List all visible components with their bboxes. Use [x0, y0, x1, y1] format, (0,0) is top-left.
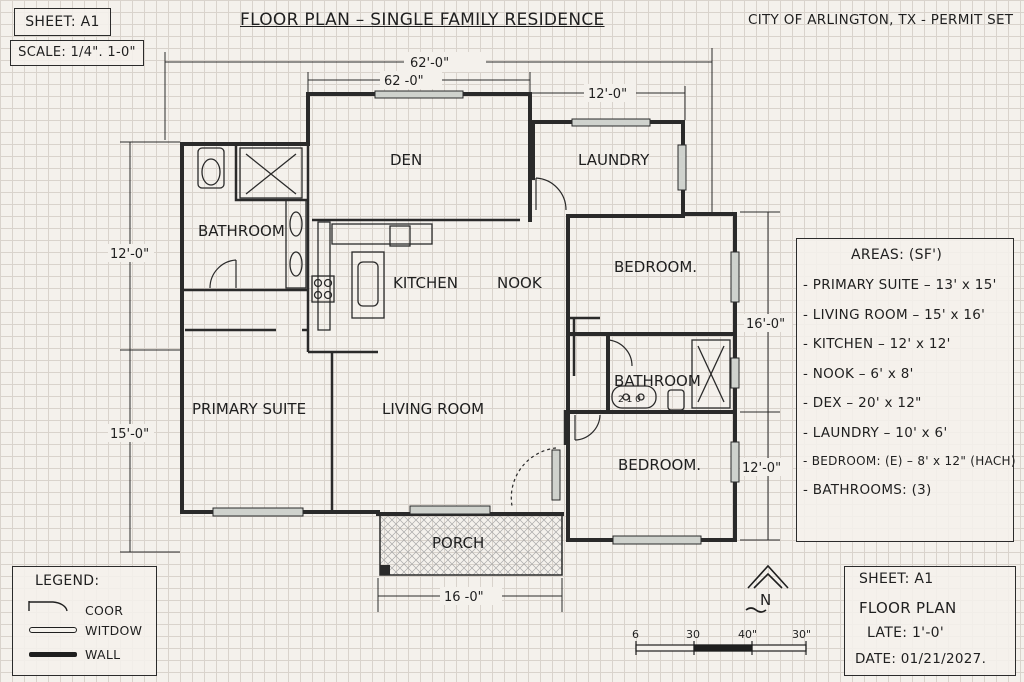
scale-tick-3: 40" [738, 628, 757, 641]
room-living-room: LIVING ROOM [382, 400, 484, 418]
room-primary-suite: PRIMARY SUITE [192, 400, 306, 418]
area-item: - DEX – 20' x 12" [803, 395, 922, 411]
area-item: - BATHROOMS: (3) [803, 481, 932, 498]
legend-heading: LEGEND: [35, 573, 100, 589]
scale-bar [635, 641, 807, 655]
room-laundry: LAUNDRY [578, 151, 650, 169]
room-den: DEN [390, 151, 422, 169]
dim-porch-width: 16 -0" [444, 590, 484, 605]
scale-tick-2: 30 [686, 628, 700, 641]
door-symbol-icon [28, 601, 68, 612]
title-block-sheet: SHEET: A1 [859, 571, 934, 587]
fixtures [197, 147, 731, 411]
dim-right-bottom: 12'-0" [742, 461, 781, 476]
area-item: - LIVING ROOM – 15' x 16' [803, 306, 986, 323]
scale-tag: SCALE: 1/4". 1-0" [10, 40, 144, 66]
windows [212, 90, 740, 545]
interior-walls [182, 144, 600, 512]
dim-left-bottom: 15'-0" [110, 427, 149, 442]
dim-left-top: 12'-0" [110, 247, 149, 262]
area-item: - BEDROOM: (E) – 8' x 12" (HACH) [803, 454, 1016, 468]
scale-tick-1: 6 [632, 628, 639, 641]
room-bathroom-left: BATHROOM [198, 222, 285, 240]
walls [180, 92, 737, 542]
dimension-labels: 62'-0" 62 -0" 12'-0" 12'-0" 15'-0" 16'-0… [108, 52, 792, 605]
legend-window-label: WIТDOW [85, 623, 143, 638]
north-label: N [760, 591, 771, 609]
room-bedroom-bottom: BEDROOM. [618, 456, 701, 474]
legend-panel: LEGEND: COOR WIТDOW WALL [12, 566, 157, 676]
area-item: - KITCHEN – 12' x 12' [803, 336, 951, 352]
legend-wall-label: WALL [85, 647, 121, 662]
porch-slab [379, 514, 563, 576]
room-porch: PORCH [432, 534, 484, 552]
dim-overall-width: 62'-0" [410, 56, 449, 71]
window-symbol-icon [29, 627, 77, 633]
sheet-tag: SHEET: A1 [14, 8, 111, 36]
room-kitchen: KITCHEN [393, 274, 458, 292]
area-item: - NOOK – 6' x 8' [803, 365, 914, 382]
north-arrow-icon [745, 564, 789, 613]
legend-door-label: COOR [85, 603, 124, 618]
title-block-scale: LATE: 1'-0' [867, 625, 945, 641]
title-block-name: FLOOR PLAN [859, 599, 957, 617]
area-item: - PRIMARY SUITE – 13' x 15' [803, 277, 997, 293]
doors [209, 177, 633, 507]
dim-laundry-width: 12'-0" [588, 87, 627, 102]
areas-heading: AREAS: (SF') [851, 247, 943, 263]
title-block-date: DATE: 01/21/2027. [855, 651, 987, 667]
permit-label: CITY OF ARLINGTON, TX - PERMIT SET [748, 12, 1014, 28]
dim-den-width: 62 -0" [384, 74, 424, 89]
page-title: FLOOR PLAN – SINGLE FAMILY RESIDENCE [240, 10, 605, 30]
scale-tick-4: 30" [792, 628, 811, 641]
porch-post [380, 565, 390, 575]
svg-text:2 1 0: 2 1 0 [618, 395, 641, 405]
room-nook: NOOK [497, 274, 543, 292]
wall-symbol-icon [29, 652, 77, 657]
dim-right-top: 16'-0" [746, 317, 785, 332]
title-block: SHEET: A1 FLOOR PLAN LATE: 1'-0' DATE: 0… [844, 566, 1016, 676]
room-bathroom-right: BATHROOM [614, 372, 701, 390]
room-bedroom-top: BEDROOM. [614, 258, 697, 276]
area-item: - LAUNDRY – 10' x 6' [803, 424, 948, 441]
areas-panel: AREAS: (SF') - PRIMARY SUITE – 13' x 15'… [796, 238, 1016, 542]
